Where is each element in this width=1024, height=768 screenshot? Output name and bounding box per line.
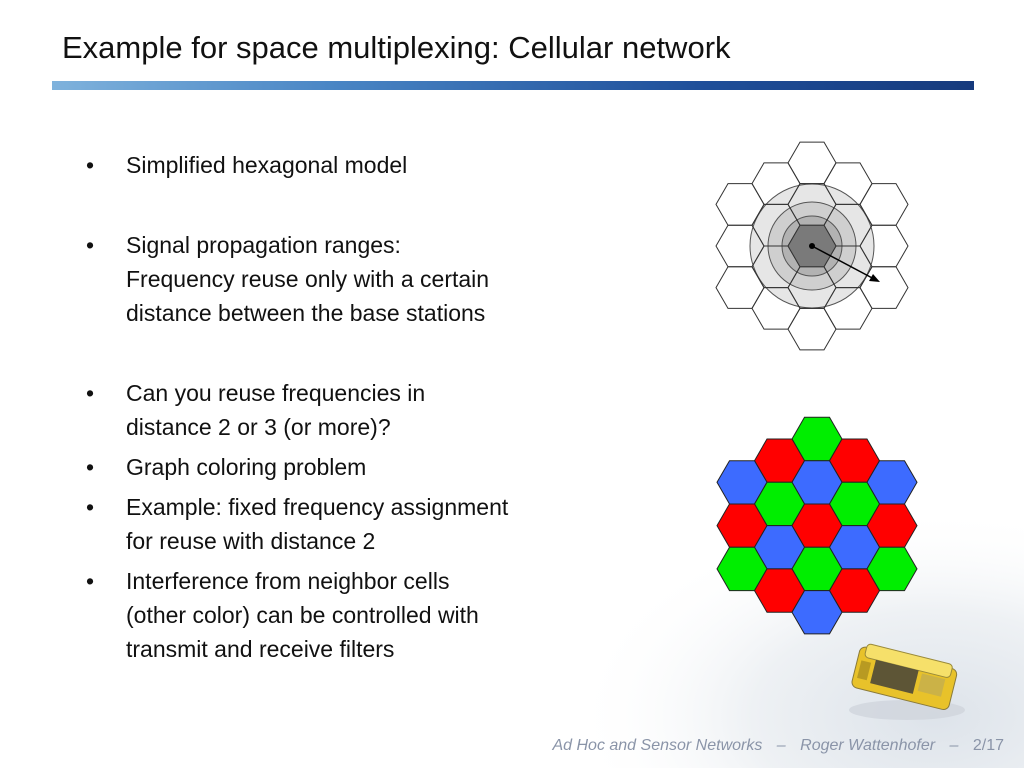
- sensor-node-image: [849, 643, 965, 720]
- hex-cell: [787, 141, 837, 185]
- footer-course: Ad Hoc and Sensor Networks: [552, 737, 763, 754]
- bullet-item: • Example: fixed frequency assignment fo…: [86, 490, 626, 558]
- hex-cell: [787, 307, 837, 351]
- bullet-dot-icon: •: [86, 568, 95, 594]
- footer-author: Roger Wattenhofer: [800, 737, 936, 754]
- bullet-text: Interference from neighbor cells: [126, 568, 450, 594]
- bullet-text: Can you reuse frequencies in: [126, 380, 426, 406]
- bullet-list: • Simplified hexagonal model • Signal pr…: [86, 148, 626, 666]
- bullet-text: distance between the base stations: [126, 300, 486, 326]
- bullet-text: distance 2 or 3 (or more)?: [126, 414, 391, 440]
- hexagonal-cell-diagram: [715, 141, 909, 351]
- bullet-text: Frequency reuse only with a certain: [126, 266, 490, 292]
- bullet-text: Simplified hexagonal model: [126, 152, 408, 178]
- bullet-text: for reuse with distance 2: [126, 528, 376, 554]
- footer-separator: –: [776, 737, 786, 754]
- bullet-text: Example: fixed frequency assignment: [126, 494, 509, 520]
- colored-cell-grid: [716, 416, 918, 635]
- hex-cell: [859, 266, 909, 309]
- bullet-dot-icon: •: [86, 232, 95, 258]
- bullet-text: transmit and receive filters: [126, 636, 395, 662]
- bullet-text: (other color) can be controlled with: [126, 602, 479, 628]
- freq-cell-blue: [791, 590, 843, 635]
- bullet-dot-icon: •: [86, 454, 95, 480]
- bullet-dot-icon: •: [86, 152, 95, 178]
- slide-title: Example for space multiplexing: Cellular…: [62, 30, 731, 65]
- slide-footer: Ad Hoc and Sensor Networks – Roger Watte…: [552, 737, 1004, 755]
- title-underline-bar: [52, 81, 974, 90]
- bullet-item: • Can you reuse frequencies in distance …: [86, 376, 626, 444]
- frequency-coloring-diagram: [716, 416, 918, 635]
- bullet-item: • Interference from neighbor cells (othe…: [86, 564, 626, 666]
- bullet-item: • Simplified hexagonal model: [86, 148, 626, 182]
- footer-page-number: 2/17: [972, 737, 1004, 754]
- footer-separator: –: [949, 737, 959, 754]
- bullet-dot-icon: •: [86, 494, 95, 520]
- base-station-dot: [809, 243, 815, 249]
- bullet-text: Graph coloring problem: [126, 454, 367, 480]
- bullet-item: • Signal propagation ranges: Frequency r…: [86, 228, 626, 330]
- range-arrow: [809, 243, 880, 282]
- bullet-dot-icon: •: [86, 380, 95, 406]
- bullet-text: Signal propagation ranges:: [126, 232, 401, 258]
- bullet-item: • Graph coloring problem: [86, 450, 626, 484]
